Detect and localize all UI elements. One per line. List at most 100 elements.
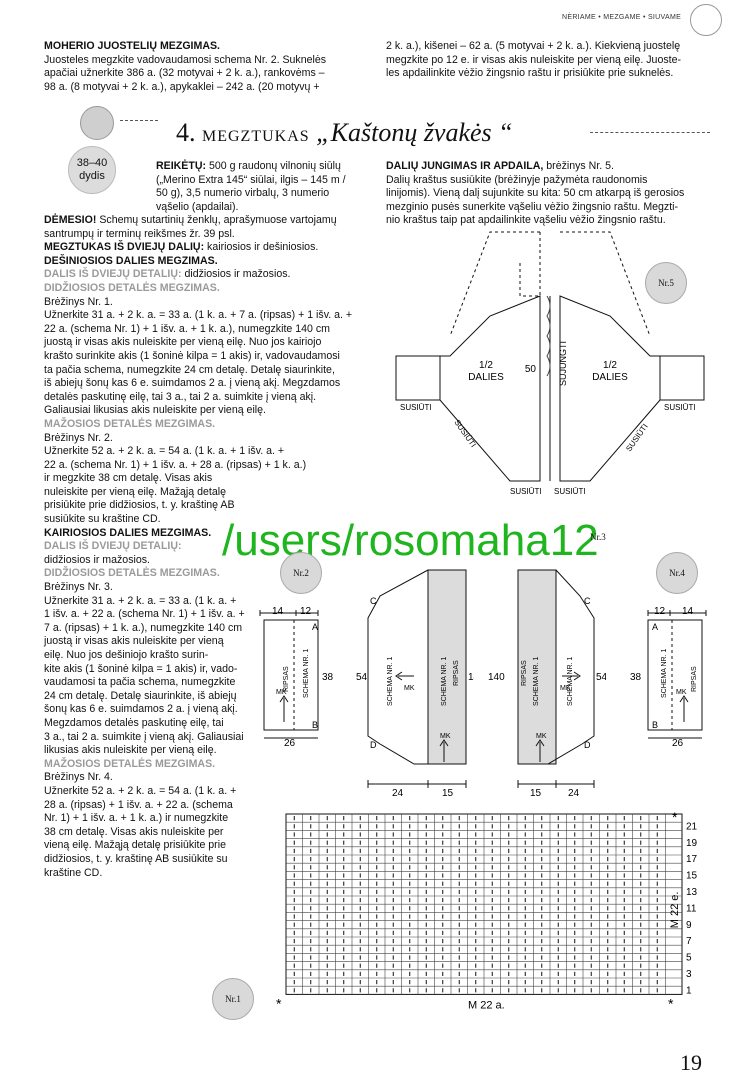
text-line: DALIS IŠ DVIEJŲ DETALIŲ:	[44, 540, 384, 554]
point-label: C	[584, 596, 591, 606]
bold-run: DĖMESIO!	[44, 214, 97, 226]
text-line: Brėžinys Nr. 1.	[44, 296, 384, 310]
text-run: prisiūkite prie didžiosios, t. y. krašti…	[44, 499, 235, 512]
diagram-nr5: 1/2 DALIES 1/2 DALIES 50 SUJUNGTI SUSIŪT…	[395, 231, 705, 496]
diagram-label: RIPSAS	[691, 666, 698, 692]
diagram-badge-nr1: Nr.1	[212, 978, 254, 1020]
row-number: 9	[686, 920, 692, 931]
text-run: brėžinys Nr. 5.	[543, 160, 614, 172]
size-value: 38–40	[76, 157, 108, 169]
bold-run: KAIRIOSIOS DALIES MEZGIMAS.	[44, 526, 212, 539]
text-run: kite akis (1 šoninė kilpa = 1 akis) ir, …	[44, 662, 238, 675]
subheading-run: DALIS IŠ DVIEJŲ DETALIŲ:	[44, 268, 182, 281]
text-run: 500 g raudonų vilnonių siūlų	[206, 160, 341, 172]
mohair-section: MOHERIO JUOSTELIŲ MEZGIMAS. Juosteles me…	[44, 40, 374, 94]
text-run: Užnerkite 31 a. + 2 k. a. = 33 a. (1 k. …	[44, 594, 237, 607]
point-label: B	[312, 720, 318, 730]
text-line: juostą ir visas akis nuleiskite per vien…	[44, 336, 384, 350]
mohair-heading: MOHERIO JUOSTELIŲ MEZGIMAS.	[44, 40, 220, 52]
diagram-label: SCHEMA NR. 1	[661, 648, 668, 698]
text-line: Brėžinys Nr. 3.	[44, 581, 384, 595]
joining-block: DALIŲ JUNGIMAS IR APDAILA, brėžinys Nr. …	[386, 160, 716, 228]
divider	[120, 120, 158, 121]
text-line: Brėžinys Nr. 2.	[44, 432, 384, 446]
text-line: DIDŽIOSIOS DETALĖS MEGZIMAS.	[44, 282, 384, 296]
materials-block: REIKĖTŲ: 500 g raudonų vilnonių siūlų(„M…	[156, 160, 376, 214]
text-line: Dalių kraštus susiūkite (brėžinyje pažym…	[386, 174, 716, 188]
dimension: 26	[284, 738, 296, 749]
diagram-nr1: C D 54 140 24 15 MK MK SCHEMA NR. 1 SCHE…	[356, 569, 474, 798]
dimension: 54	[596, 672, 606, 683]
text-line: nuleiskite per vieną eilę. Mažąją detalę	[44, 486, 384, 500]
bold-run: DALIŲ JUNGIMAS IR APDAILA,	[386, 160, 544, 172]
text-run: Brėžinys Nr. 4.	[44, 771, 113, 784]
text-run: Schemų sutartinių ženklų, aprašymuose va…	[96, 214, 337, 226]
text-line: 3 a., tai 2 a. suimkite į vieną akį. Gal…	[44, 731, 384, 745]
dimension: 12	[300, 606, 312, 617]
running-header: NĖRIAME • MEZGAME • SIUVAME	[562, 14, 682, 21]
text-line: 98 a. (8 motyvai + 2 k. a.), apykaklei –…	[44, 80, 320, 93]
text-run: nio kraštus taip pat apdailinkite vąšeli…	[386, 214, 666, 227]
diagram-label: DALIES	[468, 372, 504, 383]
text-line: Užnerkite 31 a. + 2 k. a. = 33 a. (1 k. …	[44, 595, 384, 609]
diagram-dimension: 50	[525, 364, 537, 375]
diagram-label: RIPSAS	[283, 666, 290, 692]
diagram-label: SUSIŪTI	[554, 487, 586, 496]
text-run: Brėžinys Nr. 3.	[44, 581, 113, 594]
text-run: 1 išv. a. + 22 a. (schema Nr. 1) + 1 išv…	[44, 608, 245, 621]
diagram-label: SUSIŪTI	[452, 418, 477, 449]
dimension: 12	[654, 606, 666, 617]
text-run: Užnerkite 31 a. + 2 k. a. = 33 a. (1 k. …	[44, 309, 353, 322]
diagram-label: SUSIŪTI	[510, 487, 542, 496]
text-line: iš abiejų šonų kas 6 e. suimdamos 2 a. į…	[44, 377, 384, 391]
text-line: nio kraštus taip pat apdailinkite vąšeli…	[386, 214, 716, 228]
dimension: 24	[392, 788, 404, 798]
text-run: 28 a. (ripsas) + 1 išv. a. + 22 a. (sche…	[44, 798, 233, 811]
text-run: 50 g), 3,5 numerio virbalų, 3 numerio	[156, 187, 330, 200]
text-line: Užnerkite 52 a. + 2 k. a. = 54 a. (1 k. …	[44, 785, 384, 799]
text-run: detalės paskutinę eilę, tai 3 a., tai 2 …	[44, 390, 317, 403]
text-line: eilę. Nuo jos dešiniojo krašto surin-	[44, 649, 384, 663]
diagram-label: 1/2	[603, 360, 617, 371]
text-line: susiūkite su kraštine CD.	[44, 513, 384, 527]
text-line: likusias akis nuleiskite per vieną eilę.	[44, 744, 384, 758]
point-label: A	[652, 622, 658, 632]
text-run: Nr. 1) + 1 išv. a. + 1 k. a.) ir numegzk…	[44, 812, 229, 825]
chart-star: *	[668, 995, 674, 1011]
point-label: D	[370, 740, 377, 750]
dimension: 38	[322, 672, 334, 683]
text-line: krašto surinkite akis (1 šoninė kilpa = …	[44, 350, 384, 364]
point-label: D	[584, 740, 591, 750]
text-line: DEŠINIOSIOS DALIES MEGZIMAS.	[44, 255, 384, 269]
mk-label: MK	[404, 685, 415, 692]
text-run: Užnerkite 52 a. + 2 k. a. = 54 a. (1 k. …	[44, 445, 285, 458]
text-line: DĖMESIO! Schemų sutartinių ženklų, apraš…	[44, 214, 384, 228]
row-number: 17	[686, 854, 698, 865]
text-run: didžiosios ir mažosios.	[44, 553, 150, 566]
text-line: megzkite po 12 e. ir visas akis nuleiski…	[386, 53, 682, 66]
row-number: 19	[686, 838, 698, 849]
chart-height-label: M 22 e.	[669, 892, 681, 929]
text-run: krašto surinkite akis (1 šoninė kilpa = …	[44, 349, 340, 362]
text-line: prisiūkite prie didžiosios, t. y. krašti…	[44, 499, 384, 513]
diagram-label: SUSIŪTI	[664, 403, 696, 412]
bold-run: DEŠINIOSIOS DALIES MEGZIMAS.	[44, 254, 218, 267]
mk-label: MK	[676, 689, 687, 696]
bold-run: REIKĖTŲ:	[156, 160, 207, 172]
text-line: kraštine CD.	[44, 867, 384, 881]
text-line: 22 a. (schema Nr. 1) + 1 išv. a. + 28 a.…	[44, 459, 384, 473]
text-line: didžiosios, t. y. kraštinę AB susiūkite …	[44, 853, 384, 867]
watermark: /users/rosomaha12	[222, 516, 599, 565]
text-line: REIKĖTŲ: 500 g raudonų vilnonių siūlų	[156, 160, 376, 174]
text-line: ta pačia schema, numegzkite 24 cm detalę…	[44, 364, 384, 378]
point-label: A	[312, 622, 318, 632]
text-line: 28 a. (ripsas) + 1 išv. a. + 22 a. (sche…	[44, 799, 384, 813]
mk-label: MK	[440, 733, 451, 740]
text-run: ta pačia schema, numegzkite 24 cm detalę…	[44, 363, 335, 376]
subheading-run: MAŽOSIOS DETALĖS MEZGIMAS.	[44, 757, 216, 770]
text-line: vieną eilę. Mažąją detalę prisiūkite pri…	[44, 839, 384, 853]
text-run: vieną eilę. Mažąją detalę prisiūkite pri…	[44, 839, 226, 852]
mk-label: MK	[276, 689, 287, 696]
text-run: ir megzkite 38 cm detalę. Visas akis	[44, 472, 213, 485]
